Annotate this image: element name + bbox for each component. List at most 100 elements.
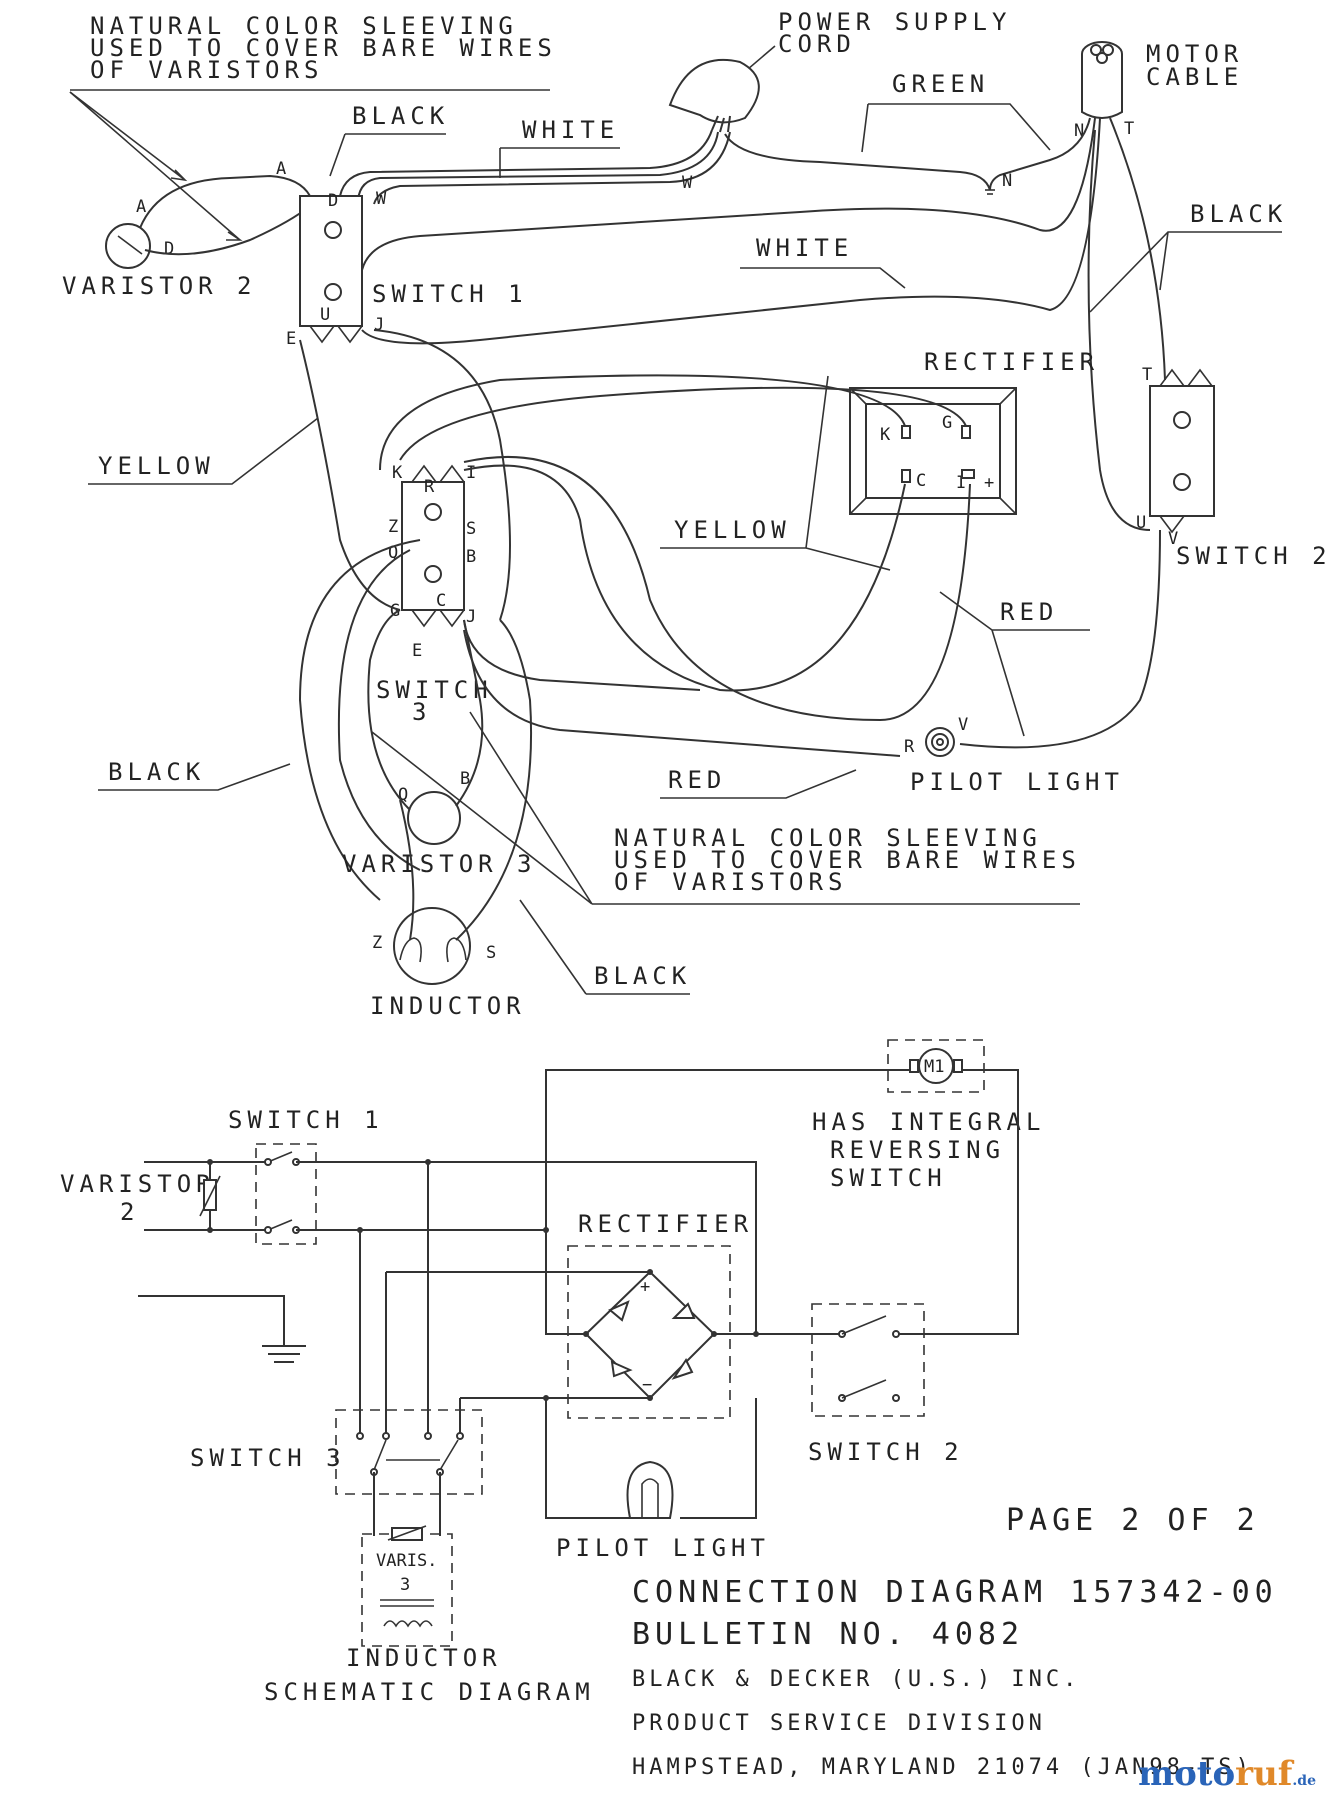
wiring-pins-W-label: W [682, 173, 693, 193]
title-block: PAGE 2 OF 2 CONNECTION DIAGRAM 157342-00… [632, 1503, 1278, 1780]
schematic-varistor-0-label: VARISTOR [60, 1170, 216, 1198]
wiring-pins-C-label: C [436, 591, 446, 611]
wiring-pins-T-label: T [1142, 365, 1152, 385]
schematic-motor-note-0-label: HAS INTEGRAL [812, 1108, 1045, 1136]
wiring-power-cord-0-label: POWER SUPPLY [778, 8, 1011, 36]
wiring-pins-G-label: G [942, 413, 952, 433]
schematic-plus-label: + [640, 1277, 650, 1297]
wiring-pins-K-label: K [880, 425, 891, 445]
wiring-wire-labels-white-top-label: WHITE [522, 116, 619, 144]
schematic-switch3-label: SWITCH 3 [190, 1444, 346, 1472]
schematic-pilot-light-label: PILOT LIGHT [556, 1534, 770, 1562]
wiring-motor-cable-0-label: MOTOR [1146, 40, 1243, 68]
wiring-pins-S-label: S [466, 519, 476, 539]
wiring-components-varistor3-label: VARISTOR 3 [342, 850, 537, 878]
wiring-diagram: NATURAL COLOR SLEEVING USED TO COVER BAR… [62, 8, 1326, 1020]
wiring-pins-D-label: D [328, 191, 338, 211]
schematic-motor-note-2-label: SWITCH [830, 1164, 947, 1192]
watermark-part-c: .de [1292, 1773, 1316, 1789]
wiring-pins-Z-label: Z [372, 933, 382, 953]
wiring-sleeving-top-1-label: USED TO COVER BARE WIRES [90, 34, 557, 62]
schematic-pilot-light: PILOT LIGHT [556, 1398, 770, 1562]
title-block-lines-4-label: HAMPSTEAD, MARYLAND 21074 (JAN98-TS) [632, 1755, 1253, 1780]
wiring-wire-labels-green-label: GREEN [892, 70, 989, 98]
wiring-components-inductor-label: INDUCTOR [370, 992, 526, 1020]
wiring-pins-N-label: N [1074, 121, 1084, 141]
schematic-diagram: M1 HAS INTEGRAL REVERSING SWITCH SWITCH … [60, 1039, 1045, 1706]
schematic-caption-label: SCHEMATIC DIAGRAM [264, 1678, 595, 1706]
wiring-wire-labels-black-bottom-label: BLACK [594, 962, 691, 990]
wiring-pins-Q-label: Q [398, 785, 408, 805]
wiring-sleeving-top-0-label: NATURAL COLOR SLEEVING [90, 12, 518, 40]
wiring-wire-labels-yellow-mid-label: YELLOW [674, 516, 791, 544]
title-block-lines-1-label: BULLETIN NO. 4082 [632, 1617, 1024, 1652]
wiring-wire-labels-red-right-label: RED [1000, 598, 1058, 626]
schematic-varis3-0-label: VARIS. [376, 1551, 437, 1571]
schematic-inductor-label: INDUCTOR [346, 1644, 502, 1672]
wiring-pins-I-label: I [466, 463, 476, 483]
wiring-pins-B-label: B [460, 769, 470, 789]
wiring-pins-V-label: V [958, 715, 968, 735]
title-block-lines-3-label: PRODUCT SERVICE DIVISION [632, 1711, 1046, 1736]
wiring-sleeving-top-2-label: OF VARISTORS [90, 56, 323, 84]
schematic-motor-note-1-label: REVERSING [830, 1136, 1005, 1164]
wiring-wire-labels-white-mid-label: WHITE [756, 234, 853, 262]
pilot-light: R V PILOT LIGHT [904, 715, 1124, 796]
power-supply-cord: POWER SUPPLY CORD [668, 8, 1011, 133]
wiring-wire-labels-yellow-left-label: YELLOW [98, 452, 215, 480]
wiring-pins-K-label: K [392, 463, 403, 483]
title-block-page-label: PAGE 2 OF 2 [1006, 1503, 1260, 1538]
watermark-logo: motoruf.de [1138, 1754, 1316, 1794]
switch-1: D W E U J SWITCH 1 [286, 189, 523, 349]
wiring-components-switch3-1-label: 3 [412, 698, 431, 726]
varistor-2: A D VARISTOR 2 [62, 174, 311, 300]
wiring-motor-cable-1-label: CABLE [1146, 63, 1243, 91]
wiring-pins-B-label: B [466, 547, 476, 567]
wiring-pins-G-label: G [390, 601, 400, 621]
wiring-pins-J-label: J [374, 315, 384, 335]
schematic-rectifier: RECTIFIER + − [567, 1210, 748, 1419]
wiring-pins-plus-label: + [984, 473, 994, 493]
wiring-pins-J-label: J [466, 607, 476, 627]
wiring-components-pilot-light-label: PILOT LIGHT [910, 768, 1124, 796]
inductor: Z S INDUCTOR [370, 619, 533, 1020]
wiring-pins-A-label: A [136, 197, 146, 217]
wiring-pins-Z-label: Z [388, 517, 398, 537]
wiring-components-switch3-0-label: SWITCH [376, 676, 493, 704]
wiring-pins-Q-label: Q [388, 543, 398, 563]
wiring-components-rectifier-label: RECTIFIER [924, 348, 1099, 376]
wiring-sleeving-mid-2-label: OF VARISTORS [614, 868, 847, 896]
varistor-3: Q B VARISTOR 3 [342, 609, 537, 878]
rectifier: K G C I + RECTIFIER [849, 348, 1099, 515]
wiring-pins-V-label: V [1168, 529, 1178, 549]
wiring-wire-labels-black-left-label: BLACK [108, 758, 205, 786]
schematic-switch1-label: SWITCH 1 [228, 1106, 384, 1134]
switch-3: K R I Z S Q B G C J E SWITCH 3 [376, 463, 493, 726]
wiring-pins-C-label: C [916, 471, 926, 491]
wiring-pins-W-label: W [376, 189, 387, 209]
schematic-varistor-3: VARIS. 3 INDUCTOR SCHEMATIC DIAGRAM [264, 1525, 595, 1706]
schematic-motor-label: M1 [924, 1057, 944, 1077]
title-block-lines-2-label: BLACK & DECKER (U.S.) INC. [632, 1667, 1080, 1692]
schematic-varistor-1-label: 2 [120, 1198, 139, 1226]
motor-cable: MOTOR CABLE N T [1074, 40, 1243, 141]
wiring-wire-labels-red-bottom-label: RED [668, 766, 726, 794]
wiring-components-varistor2-label: VARISTOR 2 [62, 272, 257, 300]
wiring-pins-E-label: E [286, 329, 296, 349]
wiring-power-cord-1-label: CORD [778, 30, 856, 58]
wiring-pins-E-label: E [412, 641, 422, 661]
wiring-pins-I-label: I [956, 473, 966, 493]
switch-2: T U V SWITCH 2 [1136, 365, 1326, 570]
watermark-part-a: moto [1138, 1754, 1236, 1794]
wiring-pins-T-label: T [1124, 119, 1134, 139]
sleeving-note-mid: NATURAL COLOR SLEEVING USED TO COVER BAR… [371, 711, 1080, 905]
sleeving-note-top: NATURAL COLOR SLEEVING USED TO COVER BAR… [69, 12, 557, 241]
wiring-sleeving-mid-0-label: NATURAL COLOR SLEEVING [614, 824, 1042, 852]
wiring-pins-R-label: R [904, 737, 915, 757]
schematic-varis3-1-label: 3 [400, 1575, 410, 1595]
schematic-switch2-label: SWITCH 2 [808, 1438, 964, 1466]
wiring-components-switch2-label: SWITCH 2 [1176, 542, 1326, 570]
wiring-pins-N-label: N [1002, 171, 1012, 191]
title-block-lines-0-label: CONNECTION DIAGRAM 157342-00 [632, 1575, 1278, 1610]
